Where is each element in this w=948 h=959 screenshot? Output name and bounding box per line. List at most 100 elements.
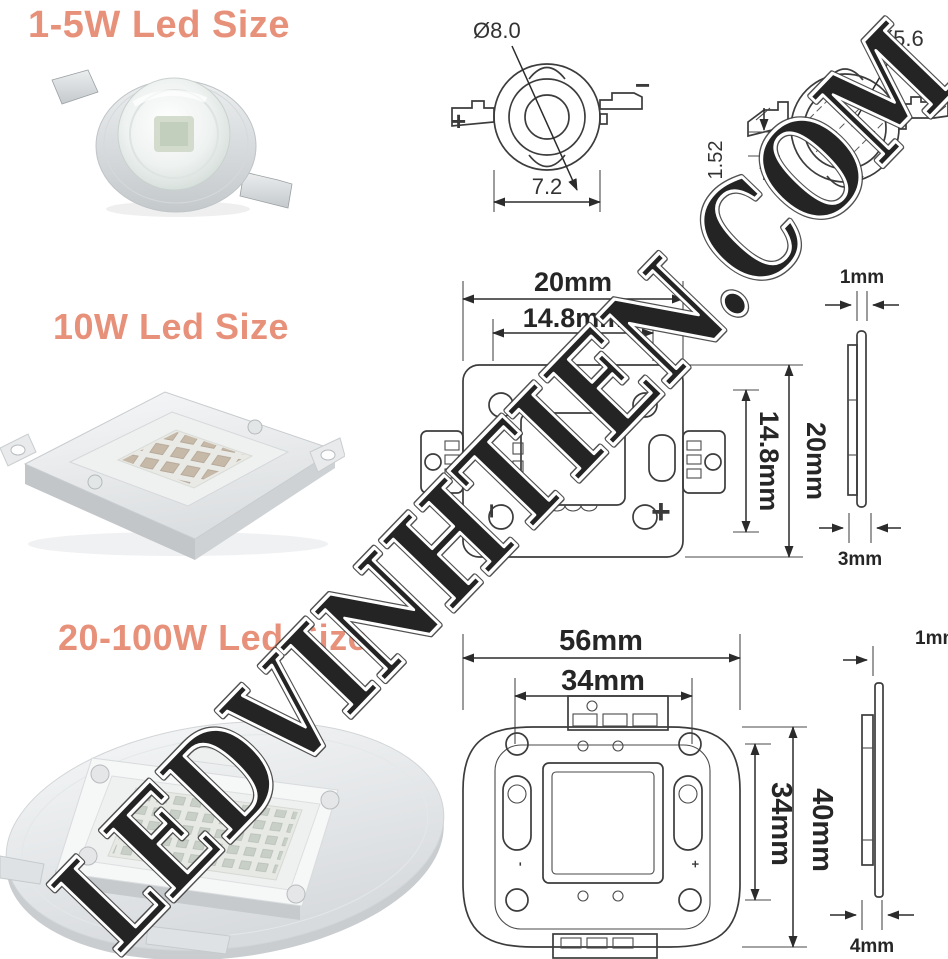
- cavity-tooth-1: [512, 442, 524, 455]
- plus-mark: +: [651, 493, 671, 531]
- left-lead: [747, 101, 789, 138]
- minus-mark: −: [477, 503, 507, 518]
- left-lead-hatch: [755, 107, 771, 121]
- plus-label: +: [451, 106, 466, 136]
- inner-width-label: 34mm: [561, 665, 645, 697]
- inner-height-label: 34mm: [765, 782, 797, 866]
- diameter-label: Ø8.0: [473, 18, 521, 43]
- diameter-leader: [851, 53, 894, 127]
- die-grid: [122, 432, 248, 485]
- right-lead: [898, 96, 948, 119]
- cathode-notch: [599, 113, 608, 125]
- tab-hole-left: [10, 444, 26, 456]
- pin-hole-b2: [612, 890, 624, 902]
- screw-br: [286, 884, 306, 904]
- package-outline: [790, 73, 900, 183]
- outer-height-label: 40mm: [806, 788, 838, 872]
- bottom-tab-pad-2: [586, 937, 608, 949]
- emitter-outline: [524, 94, 570, 140]
- right-terminal-tab: [682, 430, 726, 494]
- drawing-1-5w-side-view: Ø5.6 1.52: [705, 26, 948, 188]
- bottom-tab: [552, 933, 658, 959]
- left-tab-slot-2: [444, 454, 460, 465]
- led-lead-right: [239, 171, 293, 209]
- top-notch: [826, 68, 864, 81]
- bottom-mount-tab: [145, 925, 231, 955]
- hole-br: [632, 504, 658, 530]
- ring-outline: [508, 78, 586, 156]
- hole-bl: [488, 504, 514, 530]
- profile-top-label: 1mm: [840, 267, 884, 288]
- slot-right-hole: [678, 784, 698, 804]
- left-tab-hole: [424, 453, 442, 471]
- led-lead-left: [51, 69, 99, 105]
- bottom-notch: [826, 175, 864, 188]
- right-tab-slot-1: [686, 440, 702, 451]
- right-tab-slot-3: [686, 468, 702, 479]
- plate-right-edge: [195, 450, 335, 560]
- right-lead-hatch1: [925, 103, 939, 115]
- hole-bl: [505, 888, 529, 912]
- inner-width-label: 14.8mm: [523, 303, 624, 333]
- die-grid: [112, 791, 298, 877]
- left-tab-slot-3: [444, 468, 460, 479]
- screw-tl: [90, 764, 110, 784]
- bottom-tab-pad-1: [560, 937, 582, 949]
- heading-20-100w: 20-100W Led Size: [58, 617, 369, 658]
- bottom-notch: [528, 154, 566, 168]
- module-front-edge: [55, 870, 300, 920]
- oval-slot: [648, 434, 676, 482]
- right-lead-hatch2: [933, 105, 947, 117]
- profile-body: [874, 682, 884, 898]
- led-photo-20-100w: [0, 721, 445, 959]
- top-tab-pad-1: [572, 713, 598, 727]
- hole-tr: [678, 732, 702, 756]
- slot-right: [673, 775, 703, 851]
- hole-br: [678, 888, 702, 912]
- top-tab-hole: [586, 700, 598, 712]
- left-mount-tab: [0, 855, 45, 885]
- top-notch: [528, 66, 566, 80]
- emitter-area-inner: [551, 771, 655, 875]
- package-outline: [493, 63, 601, 171]
- plus-mark: +: [688, 860, 703, 868]
- lens-highlight: [132, 89, 208, 107]
- plate-front-edge: [25, 464, 195, 560]
- minus-mark: -: [514, 862, 529, 866]
- inner-height-label: 14.8mm: [754, 411, 784, 512]
- screw-right: [247, 419, 263, 435]
- led-photo-10w: [0, 391, 345, 560]
- anode-lead: [451, 100, 495, 127]
- left-terminal-tab: [420, 430, 464, 494]
- cavity-scallops: [548, 504, 598, 512]
- profile-substrate: [847, 344, 858, 496]
- screw-bl: [78, 846, 98, 866]
- emitter-area: [542, 762, 664, 884]
- slot-left: [502, 775, 532, 851]
- heading-10w: 10W Led Size: [53, 306, 290, 347]
- screw-tr: [320, 790, 340, 810]
- inner-frame: [494, 744, 711, 930]
- pin-hole-b1: [577, 890, 589, 902]
- package-outline: [462, 726, 741, 948]
- hole-tl: [488, 392, 514, 418]
- width-label: 7.2: [532, 174, 563, 199]
- emitter-cavity: [520, 412, 626, 506]
- cathode-lead: [599, 92, 643, 110]
- diameter-leader: [511, 45, 578, 191]
- tab-hole-right: [320, 449, 336, 461]
- module-top-tab: [185, 745, 251, 769]
- top-tab-pad-2: [602, 713, 628, 727]
- pin-hole-t1: [577, 740, 589, 752]
- profile-body: [856, 330, 867, 508]
- slot-left-hole: [507, 784, 527, 804]
- diameter-label: Ø5.6: [876, 26, 924, 51]
- thickness-label: 1.52: [705, 141, 727, 180]
- profile-top-label: 1mm: [915, 628, 948, 649]
- top-tab: [567, 695, 669, 731]
- led-die-inner: [160, 122, 188, 146]
- right-tab-hole: [704, 453, 722, 471]
- hole-tr: [632, 392, 658, 418]
- right-lead-notch: [898, 119, 907, 130]
- heading-1-5w: 1-5W Led Size: [28, 4, 290, 46]
